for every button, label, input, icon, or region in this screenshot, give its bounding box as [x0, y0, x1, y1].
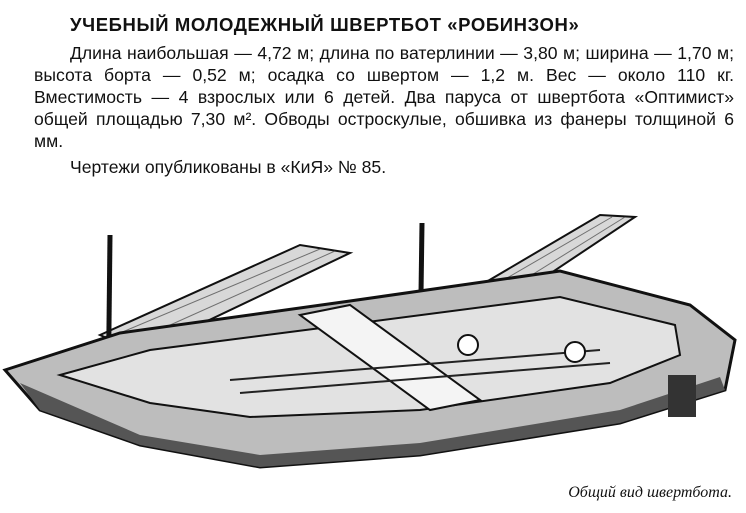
- reference-line: Чертежи опубликованы в «КиЯ» № 85.: [70, 157, 387, 177]
- thwart: [297, 303, 483, 412]
- specs-paragraph: Длина наибольшая — 4,72 м; длина по вате…: [34, 43, 734, 151]
- rudder: [668, 375, 696, 417]
- article-title: УЧЕБНЫЙ МОЛОДЕЖНЫЙ ШВЕРТБОТ «РОБИНЗОН»: [70, 14, 580, 35]
- sailboat-illustration: [2, 213, 737, 469]
- figure-caption: Общий вид швертбота.: [568, 484, 732, 501]
- article-body: Длина наибольшая — 4,72 м; длина по вате…: [34, 42, 734, 178]
- fittings: [457, 334, 586, 363]
